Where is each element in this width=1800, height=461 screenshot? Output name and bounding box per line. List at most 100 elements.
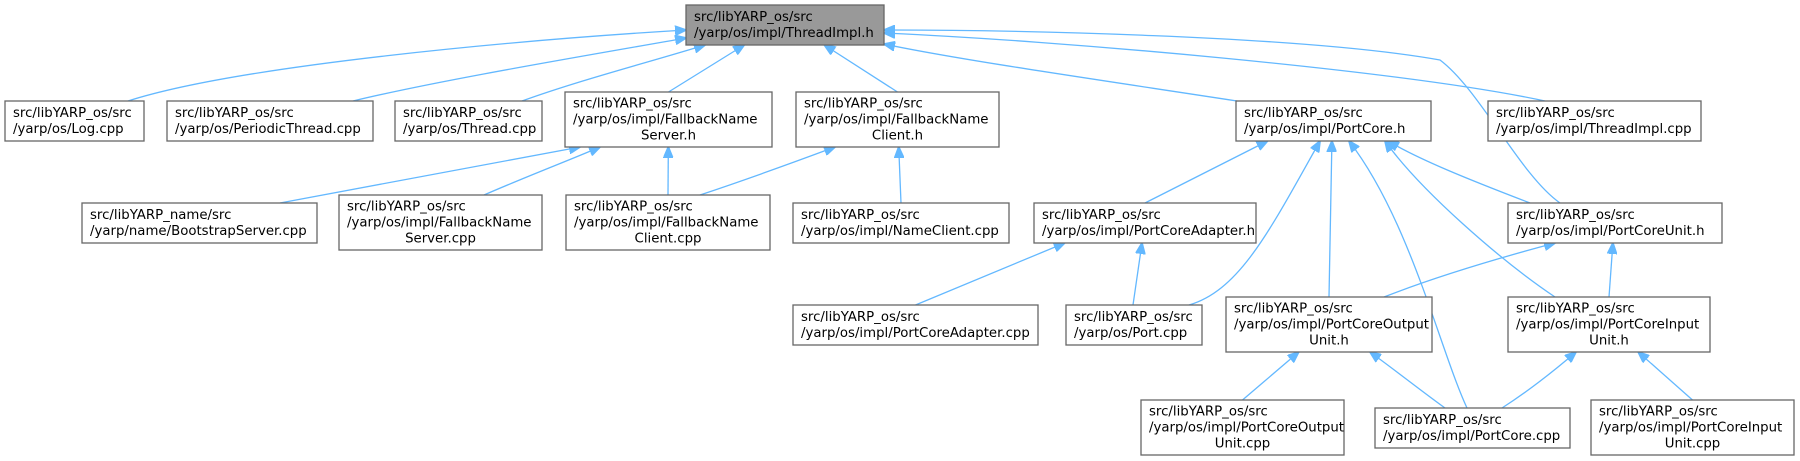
node-thread-cpp[interactable]: src/libYARP_os/src/yarp/os/Thread.cpp bbox=[394, 100, 543, 142]
node-box bbox=[81, 202, 318, 244]
node-label-line: Client.h bbox=[872, 129, 923, 144]
node-box bbox=[685, 4, 885, 46]
node-box bbox=[1140, 399, 1345, 456]
edge-fallbacknameclient_h-to-threadimpl_h bbox=[824, 45, 898, 93]
node-label-line: src/libYARP_os/src bbox=[801, 310, 920, 325]
node-portcore-cpp[interactable]: src/libYARP_os/src/yarp/os/impl/PortCore… bbox=[1374, 407, 1571, 449]
node-box bbox=[792, 304, 1039, 346]
node-fallbacknameclient-h[interactable]: src/libYARP_os/src/yarp/os/impl/Fallback… bbox=[795, 91, 1000, 148]
edge-portcoreoutputunit_cpp-to-portcoreoutputunit_h bbox=[1242, 352, 1299, 401]
node-label-line: src/libYARP_os/src bbox=[801, 208, 920, 223]
node-box bbox=[795, 91, 1000, 148]
edge-portcoreinputunit_h-to-portcore_h bbox=[1385, 141, 1556, 298]
edge-portcoreadapter_cpp-to-portcoreadapter_h bbox=[915, 243, 1065, 306]
node-fallbacknameserver-h[interactable]: src/libYARP_os/src/yarp/os/impl/Fallback… bbox=[564, 91, 773, 148]
node-label-line: /yarp/os/impl/PortCoreUnit.h bbox=[1516, 224, 1705, 239]
node-label-line: src/libYARP_os/src bbox=[1042, 208, 1161, 223]
node-threadimpl-cpp[interactable]: src/libYARP_os/src/yarp/os/impl/ThreadIm… bbox=[1487, 100, 1702, 142]
node-label-line: Unit.h bbox=[1589, 334, 1629, 349]
node-portcoreoutputunit-cpp[interactable]: src/libYARP_os/src/yarp/os/impl/PortCore… bbox=[1140, 399, 1345, 456]
edge-log_cpp-to-threadimpl_h bbox=[127, 30, 686, 102]
node-label-line: /yarp/os/impl/FallbackName bbox=[574, 216, 758, 231]
node-label-line: src/libYARP_os/src bbox=[1074, 310, 1193, 325]
node-label-line: /yarp/os/impl/PortCore.h bbox=[1244, 122, 1405, 137]
edge-portcore_cpp-to-portcoreinputunit_h bbox=[1501, 352, 1576, 409]
node-label-line: src/libYARP_name/src bbox=[90, 208, 231, 223]
node-label-line: /yarp/os/impl/FallbackName bbox=[347, 216, 531, 231]
node-label-line: /yarp/os/impl/PortCoreInput bbox=[1516, 318, 1699, 333]
node-log-cpp[interactable]: src/libYARP_os/src/yarp/os/Log.cpp bbox=[4, 100, 145, 142]
edge-thread_cpp-to-threadimpl_h bbox=[521, 45, 705, 102]
node-label-line: src/libYARP_os/src bbox=[804, 97, 923, 112]
node-label-line: /yarp/os/PeriodicThread.cpp bbox=[175, 122, 361, 137]
node-label-line: src/libYARP_os/src bbox=[1516, 302, 1635, 317]
node-bootstrapserver-cpp[interactable]: src/libYARP_name/src/yarp/name/Bootstrap… bbox=[81, 202, 318, 244]
edge-fallbacknameclient_cpp-to-fallbacknameclient_h bbox=[699, 147, 835, 196]
edge-nameclient_cpp-to-fallbacknameclient_h bbox=[899, 147, 901, 204]
node-portcoreinputunit-cpp[interactable]: src/libYARP_os/src/yarp/os/impl/PortCore… bbox=[1590, 399, 1795, 456]
node-box bbox=[792, 202, 1010, 244]
node-label-line: src/libYARP_os/src bbox=[1149, 405, 1268, 420]
node-label-line: /yarp/os/impl/FallbackName bbox=[573, 113, 757, 128]
node-label-line: /yarp/os/Log.cpp bbox=[13, 122, 124, 137]
edges-layer bbox=[127, 30, 1693, 409]
node-portcoreadapter-cpp[interactable]: src/libYARP_os/src/yarp/os/impl/PortCore… bbox=[792, 304, 1039, 346]
edge-portcoreoutputunit_h-to-portcore_h bbox=[1329, 141, 1332, 298]
node-label-line: src/libYARP_os/src bbox=[403, 106, 522, 121]
edge-threadimpl_cpp-to-threadimpl_h bbox=[884, 33, 1546, 102]
edge-portcoreinputunit_h-to-portcoreunit_h bbox=[1609, 243, 1613, 298]
node-label-line: /yarp/os/impl/PortCoreAdapter.h bbox=[1042, 224, 1255, 239]
edge-portcore_cpp-to-portcoreoutputunit_h bbox=[1370, 352, 1446, 409]
edge-bootstrapserver_cpp-to-fallbacknameserver_h bbox=[279, 147, 580, 204]
node-box bbox=[4, 100, 145, 142]
node-label-line: Unit.cpp bbox=[1665, 437, 1721, 452]
node-label-line: /yarp/os/impl/ThreadImpl.cpp bbox=[1496, 122, 1692, 137]
edge-portcoreunit_h-to-threadimpl_h bbox=[884, 30, 1561, 204]
node-label-line: /yarp/os/Port.cpp bbox=[1074, 326, 1187, 341]
edge-portcoreoutputunit_h-to-portcoreunit_h bbox=[1383, 243, 1555, 298]
node-label-line: /yarp/os/impl/PortCoreOutput bbox=[1149, 421, 1344, 436]
node-label-line: src/libYARP_os/src bbox=[1234, 302, 1353, 317]
node-portcoreunit-h[interactable]: src/libYARP_os/src/yarp/os/impl/PortCore… bbox=[1507, 202, 1723, 244]
node-box bbox=[166, 100, 374, 142]
node-label-line: Unit.h bbox=[1309, 334, 1349, 349]
node-fallbacknameclient-cpp[interactable]: src/libYARP_os/src/yarp/os/impl/Fallback… bbox=[565, 194, 771, 251]
node-label-line: src/libYARP_os/src bbox=[574, 200, 693, 215]
node-box bbox=[338, 194, 543, 251]
node-label-line: src/libYARP_os/src bbox=[1516, 208, 1635, 223]
node-portcoreoutputunit-h[interactable]: src/libYARP_os/src/yarp/os/impl/PortCore… bbox=[1225, 296, 1433, 353]
node-label-line: /yarp/os/impl/NameClient.cpp bbox=[801, 224, 999, 239]
node-label-line: Server.cpp bbox=[405, 232, 476, 247]
node-port-cpp[interactable]: src/libYARP_os/src/yarp/os/Port.cpp bbox=[1065, 304, 1203, 346]
node-label-line: src/libYARP_os/src bbox=[175, 106, 294, 121]
node-box bbox=[1590, 399, 1795, 456]
edge-periodicthread_cpp-to-threadimpl_h bbox=[352, 38, 686, 102]
node-label-line: src/libYARP_os/src bbox=[13, 106, 132, 121]
node-box bbox=[1235, 100, 1432, 142]
node-label-line: src/libYARP_os/src bbox=[1383, 413, 1502, 428]
edge-port_cpp-to-portcoreadapter_h bbox=[1132, 243, 1142, 306]
node-periodicthread-cpp[interactable]: src/libYARP_os/src/yarp/os/PeriodicThrea… bbox=[166, 100, 374, 142]
node-label-line: Unit.cpp bbox=[1215, 437, 1271, 452]
edge-port_cpp-to-portcore_h bbox=[1188, 141, 1320, 306]
node-portcoreinputunit-h[interactable]: src/libYARP_os/src/yarp/os/impl/PortCore… bbox=[1507, 296, 1711, 353]
node-box bbox=[1033, 202, 1257, 244]
node-nameclient-cpp[interactable]: src/libYARP_os/src/yarp/os/impl/NameClie… bbox=[792, 202, 1010, 244]
edge-portcoreadapter_h-to-portcore_h bbox=[1144, 141, 1268, 204]
node-box bbox=[1507, 202, 1723, 244]
node-portcore-h[interactable]: src/libYARP_os/src/yarp/os/impl/PortCore… bbox=[1235, 100, 1432, 142]
node-label-line: src/libYARP_os/src bbox=[1244, 106, 1363, 121]
edge-fallbacknameserver_cpp-to-fallbacknameserver_h bbox=[483, 147, 600, 196]
node-label-line: src/libYARP_os/src bbox=[573, 97, 692, 112]
node-label-line: src/libYARP_os/src bbox=[1496, 106, 1615, 121]
node-threadimpl-h[interactable]: src/libYARP_os/src/yarp/os/impl/ThreadIm… bbox=[685, 4, 885, 46]
node-label-line: /yarp/os/impl/PortCoreAdapter.cpp bbox=[801, 326, 1030, 341]
edge-portcore_cpp-to-portcore_h bbox=[1349, 141, 1468, 409]
node-label-line: Client.cpp bbox=[635, 232, 702, 247]
node-box bbox=[394, 100, 543, 142]
node-label-line: /yarp/os/impl/PortCoreInput bbox=[1599, 421, 1782, 436]
nodes-layer: src/libYARP_os/src/yarp/os/impl/ThreadIm… bbox=[4, 4, 1795, 456]
node-label-line: src/libYARP_os/src bbox=[694, 10, 813, 25]
node-portcoreadapter-h[interactable]: src/libYARP_os/src/yarp/os/impl/PortCore… bbox=[1033, 202, 1257, 244]
node-fallbacknameserver-cpp[interactable]: src/libYARP_os/src/yarp/os/impl/Fallback… bbox=[338, 194, 543, 251]
